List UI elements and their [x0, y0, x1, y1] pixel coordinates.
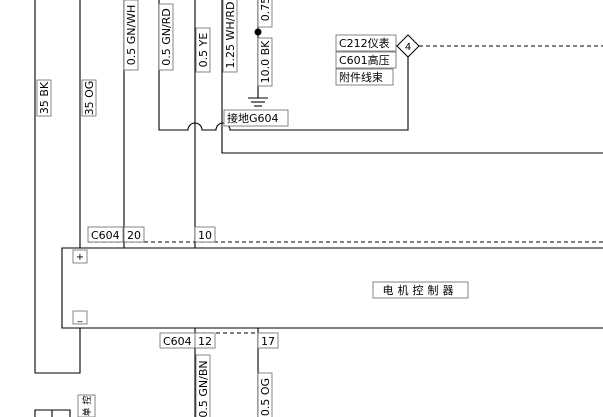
svg-text:C212仪表: C212仪表 — [339, 36, 390, 50]
label-ground: 接地G604 — [223, 109, 289, 127]
label-075: 0.75 — [257, 0, 273, 28]
svg-text:35 BK: 35 BK — [38, 81, 51, 114]
svg-text:20: 20 — [127, 229, 141, 242]
label-c212: C212仪表 — [335, 34, 397, 52]
svg-text:0.5 GN/BN: 0.5 GN/BN — [197, 360, 210, 417]
label-gnwh: 0.5 GN/WH — [123, 0, 139, 71]
label-c604-top: C604 — [87, 226, 124, 243]
controller-box — [61, 247, 603, 329]
svg-text:0.5 GN/WH: 0.5 GN/WH — [125, 5, 138, 66]
svg-text:0.5 OG: 0.5 OG — [259, 378, 272, 416]
svg-text:35 OG: 35 OG — [83, 81, 96, 116]
svg-text:0.5 YE: 0.5 YE — [197, 33, 210, 68]
controller-plus-box — [72, 249, 88, 264]
svg-text:接地G604: 接地G604 — [227, 112, 279, 125]
svg-text:10.0 BK: 10.0 BK — [259, 40, 272, 84]
connector-node-diamond — [396, 34, 420, 58]
label-gnbn: 0.5 GN/BN — [195, 354, 211, 417]
ground-junction-dot — [254, 28, 262, 36]
label-35bk: 35 BK — [36, 79, 52, 117]
svg-text:17: 17 — [261, 335, 275, 348]
label-harness: 附件线束 — [335, 68, 394, 86]
label-pin17: 17 — [257, 332, 279, 349]
svg-text:C601高压: C601高压 — [339, 53, 390, 67]
label-10bk: 10.0 BK — [257, 37, 273, 87]
label-c604-bottom: C604 — [159, 332, 196, 349]
svg-text:C604: C604 — [163, 335, 192, 348]
wire-whrd-path — [221, 0, 603, 154]
label-c601: C601高压 — [335, 51, 397, 69]
label-35og: 35 OG — [81, 79, 97, 117]
controller-minus: _ — [77, 312, 84, 323]
svg-text:10: 10 — [198, 229, 212, 242]
fragment-lines — [34, 409, 71, 417]
controller-plus: + — [76, 252, 84, 263]
node-number: 4 — [405, 42, 411, 53]
label-pin12: 12 — [194, 332, 216, 349]
fragment-box — [77, 394, 96, 417]
svg-text:电机控制器: 电机控制器 — [383, 283, 458, 297]
svg-text:0.5 GN/RD: 0.5 GN/RD — [160, 8, 173, 66]
svg-text:单 控: 单 控 — [81, 396, 93, 417]
controller-name: 电机控制器 — [372, 281, 469, 299]
label-pin20: 20 — [123, 226, 145, 243]
svg-text:附件线束: 附件线束 — [339, 70, 383, 84]
svg-text:C604: C604 — [91, 229, 120, 242]
label-og-lower: 0.5 OG — [257, 372, 273, 417]
svg-text:12: 12 — [198, 335, 212, 348]
label-ye: 0.5 YE — [195, 27, 211, 73]
controller-minus-box — [72, 310, 88, 325]
svg-text:0.75: 0.75 — [259, 0, 272, 21]
label-pin10: 10 — [194, 226, 216, 243]
svg-text:1.25 WH/RD: 1.25 WH/RD — [224, 2, 237, 69]
wire-35bk-path — [34, 0, 81, 374]
label-fragment: 单 控 — [81, 396, 93, 417]
label-whrd: 1.25 WH/RD — [222, 0, 238, 73]
label-gnrd: 0.5 GN/RD — [158, 3, 174, 71]
